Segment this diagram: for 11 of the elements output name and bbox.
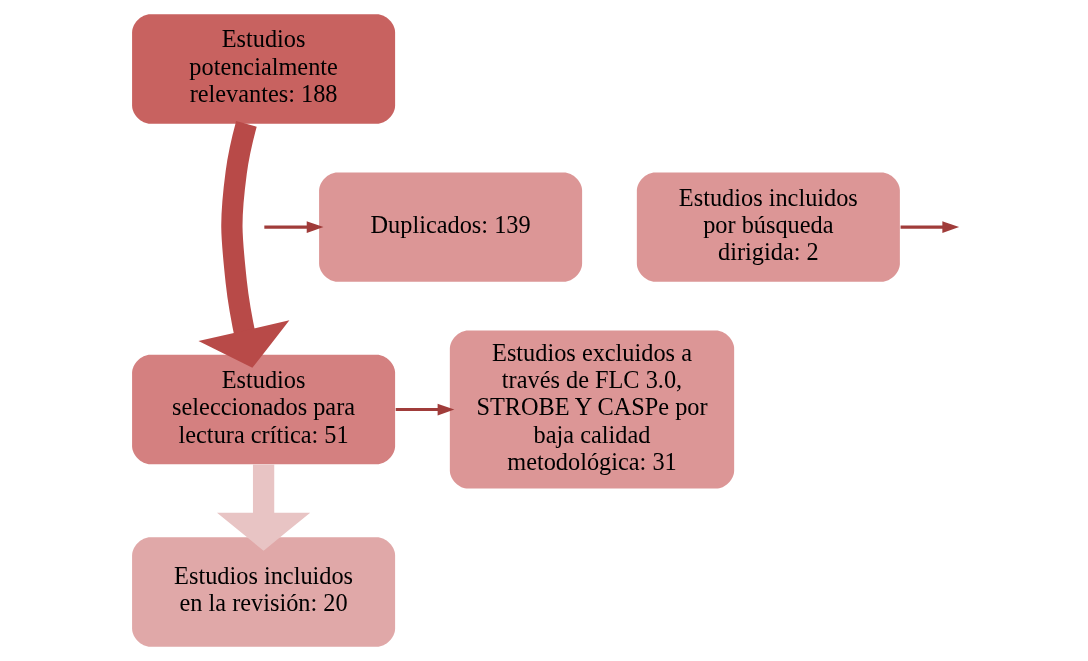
arrow [900, 221, 960, 233]
arrow [216, 464, 311, 551]
node-box: Duplicados: 139 [319, 172, 583, 282]
node-box: Estudios incluidos por búsqueda dirigida: 2 [636, 172, 900, 282]
node-box: Estudios seleccionados para lectura crítica: 51 [132, 354, 396, 465]
node-box: Estudios excluidos a través de FLC 3.0, STROBE Y CASPe por baja calidad metodológica: 31 [449, 330, 735, 489]
arrow [264, 221, 324, 233]
node-box: Estudios incluidos en la revisión: 20 [132, 537, 396, 647]
node-box: Estudios potencialmente relevantes: 188 [132, 14, 396, 124]
arrow [198, 121, 290, 368]
arrow [395, 403, 455, 416]
